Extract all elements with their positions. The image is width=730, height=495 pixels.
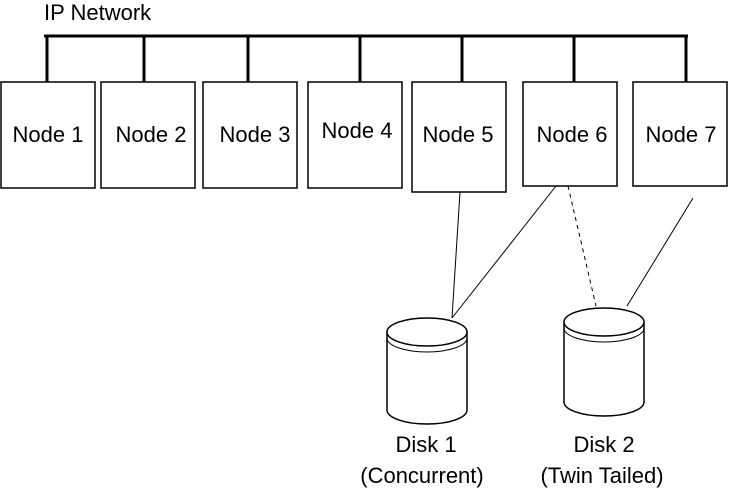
disk-rim — [386, 337, 468, 353]
node-label: Node 3 — [220, 122, 291, 147]
node-label: Node 6 — [537, 122, 608, 147]
disk-type: (Twin Tailed) — [540, 463, 663, 488]
node-box — [0, 81, 96, 189]
node-5: Node 5 — [411, 81, 507, 193]
node-label: Node 7 — [646, 122, 717, 147]
disk-1: Disk 1 (Concurrent) — [360, 317, 484, 488]
disk-top — [386, 317, 468, 347]
node-box — [522, 81, 618, 187]
connection-node6-disk1 — [451, 185, 557, 319]
disk-rim — [563, 327, 645, 343]
disk-name: Disk 2 — [573, 432, 634, 457]
node-label: Node 4 — [322, 118, 393, 143]
node-label: Node 1 — [13, 122, 84, 147]
node-2: Node 2 — [100, 81, 196, 189]
node-box — [411, 81, 507, 193]
node-7: Node 7 — [632, 81, 728, 187]
node-box — [202, 81, 298, 189]
node-box — [100, 81, 196, 189]
node-label: Node 5 — [423, 122, 494, 147]
disk-top — [563, 307, 645, 337]
disk-name: Disk 1 — [395, 432, 456, 457]
network-drops — [45, 36, 688, 82]
disk-body — [563, 322, 645, 417]
node-3: Node 3 — [202, 81, 298, 189]
node-4: Node 4 — [307, 81, 403, 189]
disk-2: Disk 2 (Twin Tailed) — [540, 307, 664, 488]
disk-connections — [451, 185, 694, 319]
disk-type: (Concurrent) — [360, 463, 483, 488]
node-box — [307, 81, 403, 189]
node-6: Node 6 — [522, 81, 618, 187]
node-label: Node 2 — [116, 122, 187, 147]
connection-node5-disk1 — [451, 191, 461, 319]
node-box — [632, 81, 728, 187]
connection-node6-disk2 — [567, 185, 597, 307]
node-1: Node 1 — [0, 81, 96, 189]
connection-node7-disk2 — [626, 197, 694, 307]
disk-body — [386, 332, 468, 425]
network-label: IP Network — [44, 0, 152, 25]
